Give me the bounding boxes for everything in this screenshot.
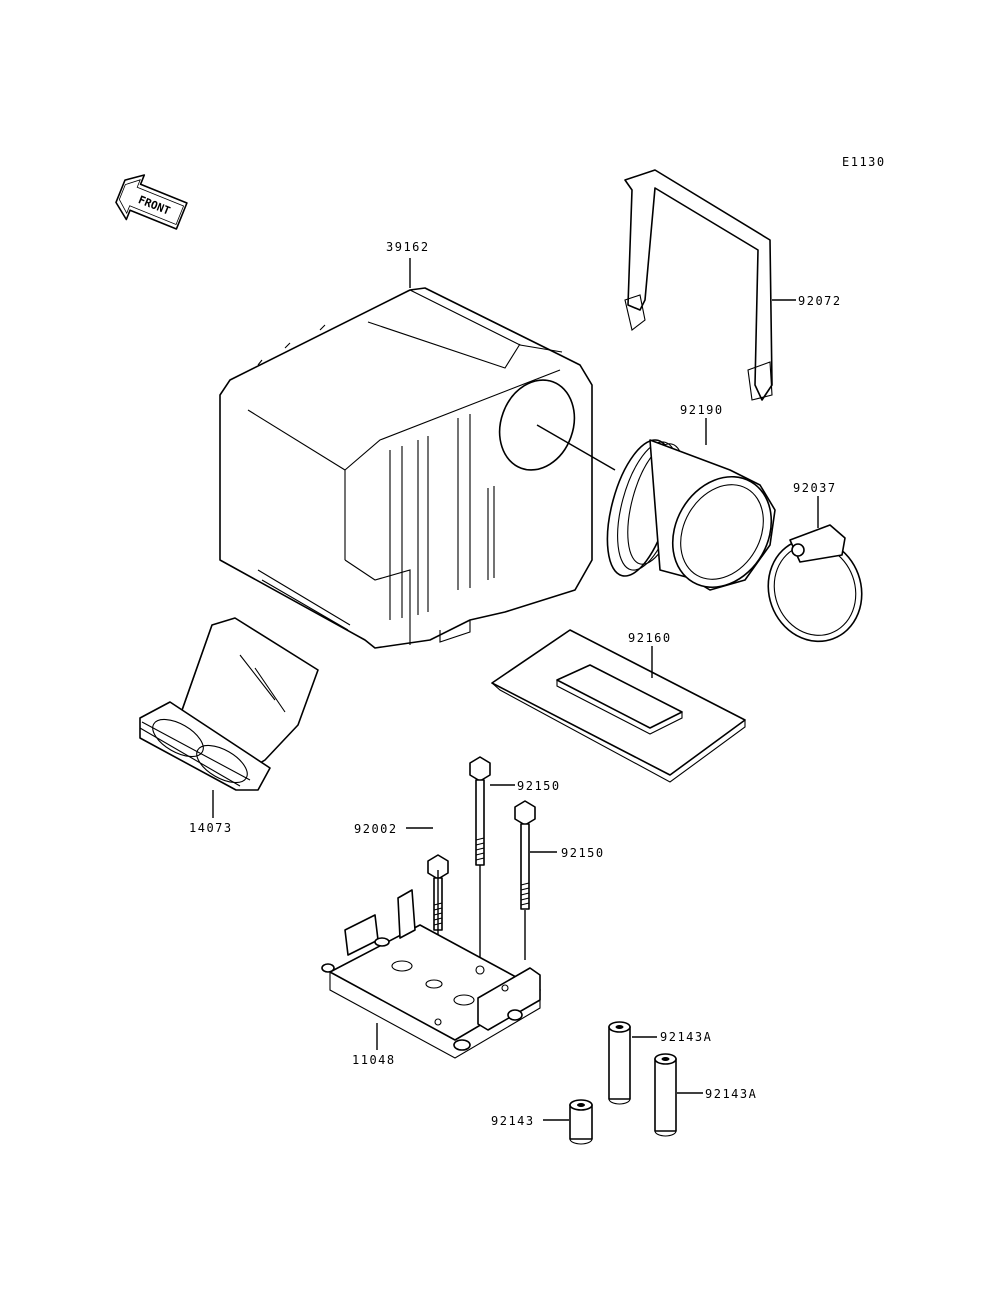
part-label-duct: 92190 <box>680 403 724 417</box>
carburetor-holder <box>139 617 319 791</box>
hose-clamp <box>767 524 863 643</box>
intake-duct <box>606 439 776 591</box>
air-cleaner-housing <box>219 287 593 649</box>
collar-1 <box>608 1021 631 1105</box>
collar-short <box>569 1099 593 1145</box>
part-label-bolt-long-1: 92150 <box>517 779 561 793</box>
part-label-air-cleaner-housing: 39162 <box>386 240 430 254</box>
part-label-collar-1: 92143A <box>660 1030 712 1044</box>
part-label-pad: 92160 <box>628 631 672 645</box>
strap <box>624 169 773 401</box>
part-label-carb-holder: 14073 <box>189 821 233 835</box>
part-label-collar-short: 92143 <box>491 1114 535 1128</box>
bolt-long-1 <box>469 756 491 866</box>
part-label-bolt-short: 92002 <box>354 822 398 836</box>
part-label-strap: 92072 <box>798 294 842 308</box>
part-label-collar-2: 92143A <box>705 1087 757 1101</box>
bolt-long-2 <box>514 800 536 910</box>
part-label-bracket: 11048 <box>352 1053 396 1067</box>
pad-tray <box>491 629 746 783</box>
front-arrow-icon: FRONT <box>115 174 188 230</box>
collar-2 <box>654 1053 677 1137</box>
mounting-bracket <box>321 889 541 1059</box>
part-label-bolt-long-2: 92150 <box>561 846 605 860</box>
part-label-clamp: 92037 <box>793 481 837 495</box>
reference-code: E1130 <box>842 155 886 169</box>
